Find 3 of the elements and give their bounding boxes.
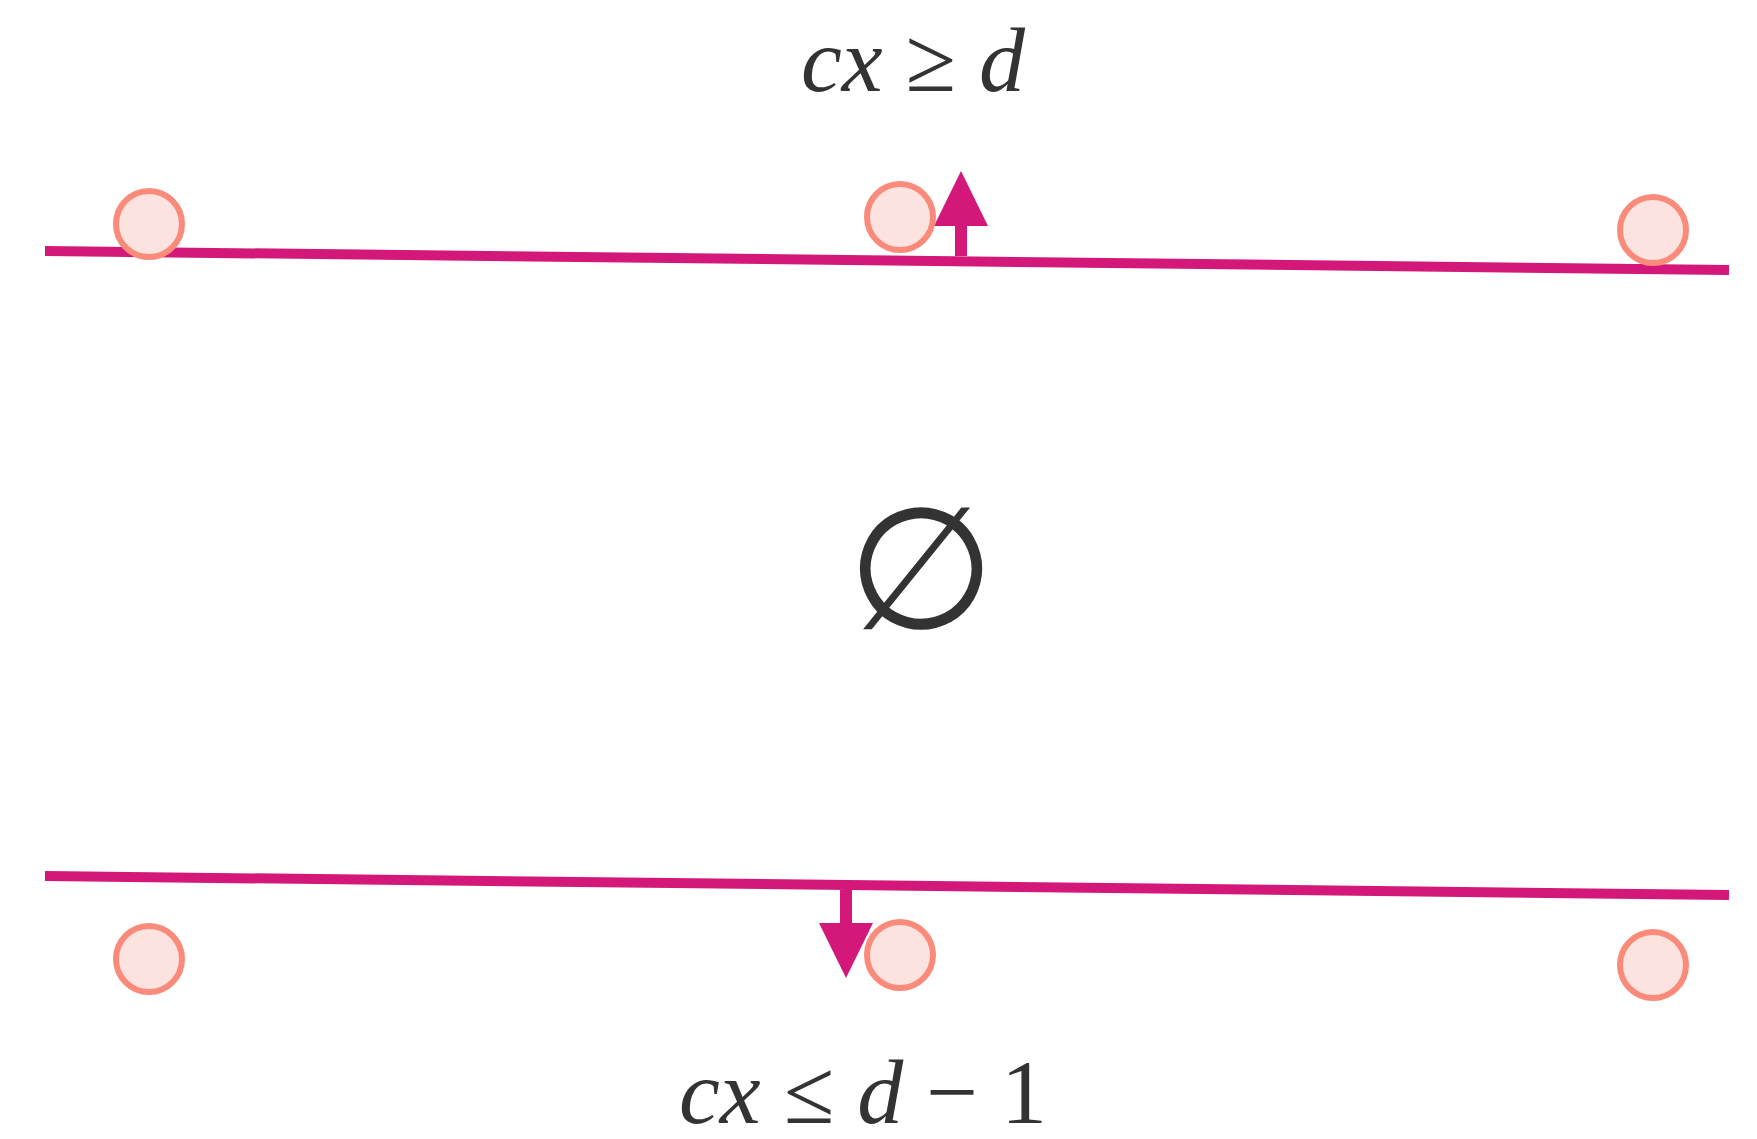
inequality-label: cx ≥ d	[800, 8, 1026, 113]
inequality-label: cx ≤ d − 1	[678, 1040, 1048, 1139]
empty-set-symbol: ∅	[846, 470, 996, 668]
